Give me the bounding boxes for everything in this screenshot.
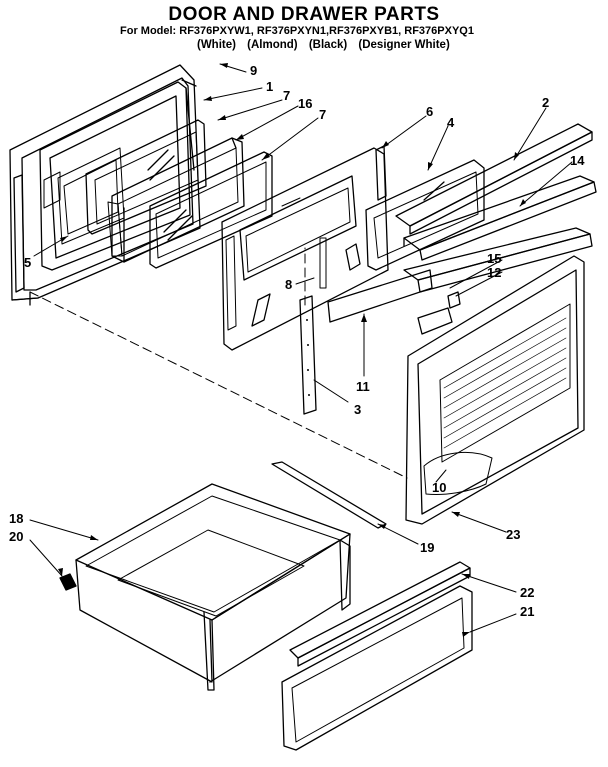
callout-11: 11: [356, 379, 370, 394]
door-vent-bar: [327, 269, 433, 323]
callout-2: 2: [542, 95, 550, 110]
storage-drawer: [75, 483, 351, 691]
drawer-rail: [271, 461, 387, 529]
callout-18: 18: [9, 511, 24, 526]
callout-1: 1: [266, 79, 274, 94]
callout-4: 4: [447, 115, 455, 130]
door-glass-front: [149, 151, 273, 269]
outer-door-glass: [405, 255, 585, 525]
callout-8: 8: [285, 277, 293, 292]
callout-20: 20: [9, 529, 24, 544]
page-title: DOOR AND DRAWER PARTS: [168, 4, 440, 25]
color-white: (White): [197, 39, 236, 51]
model-line: For Model: RF376PXYW1, RF376PXYN1,RF376P…: [120, 25, 474, 37]
door-handle: [403, 175, 597, 261]
callout-16: 16: [298, 96, 313, 111]
color-black: (Black): [308, 39, 348, 51]
callout-12: 12: [487, 265, 502, 280]
arrowheads: [58, 63, 526, 637]
color-variants: (White) (Almond) (Black) (Designer White…: [197, 39, 458, 51]
callout-9: 9: [250, 63, 258, 78]
glass-pack: [107, 137, 245, 263]
callout-10: 10: [432, 480, 447, 495]
door-top-trim: [395, 123, 593, 235]
color-almond: (Almond): [247, 39, 298, 51]
door-hinge-strip: [299, 295, 317, 415]
callout-22: 22: [520, 585, 535, 600]
outer-door-panel: [9, 64, 201, 306]
door-glass-rear: [85, 119, 207, 235]
callout-23: 23: [506, 527, 521, 542]
drawer-front-panel: [281, 585, 473, 751]
callout-14: 14: [570, 153, 585, 168]
drawer-panel-trim: [289, 561, 471, 667]
drawer-glide: [59, 573, 77, 591]
header: DOOR AND DRAWER PARTS For Model: RF376PX…: [0, 0, 608, 58]
door-liner-panel: [221, 145, 389, 351]
callout-7-front: 7: [319, 107, 327, 122]
leader-lines: [29, 63, 573, 633]
inner-door-frame: [39, 79, 197, 271]
callout-6: 6: [426, 104, 434, 119]
callout-21: 21: [520, 604, 535, 619]
callout-7-rear: 7: [283, 88, 291, 103]
callout-15: 15: [487, 251, 502, 266]
window-glass: [365, 159, 485, 271]
callout-5: 5: [24, 255, 32, 270]
callout-3: 3: [354, 402, 362, 417]
color-designer-white: (Designer White): [358, 39, 450, 51]
callout-19: 19: [420, 540, 435, 555]
alignment-lines: [29, 247, 408, 479]
vent-duct: [403, 227, 593, 335]
